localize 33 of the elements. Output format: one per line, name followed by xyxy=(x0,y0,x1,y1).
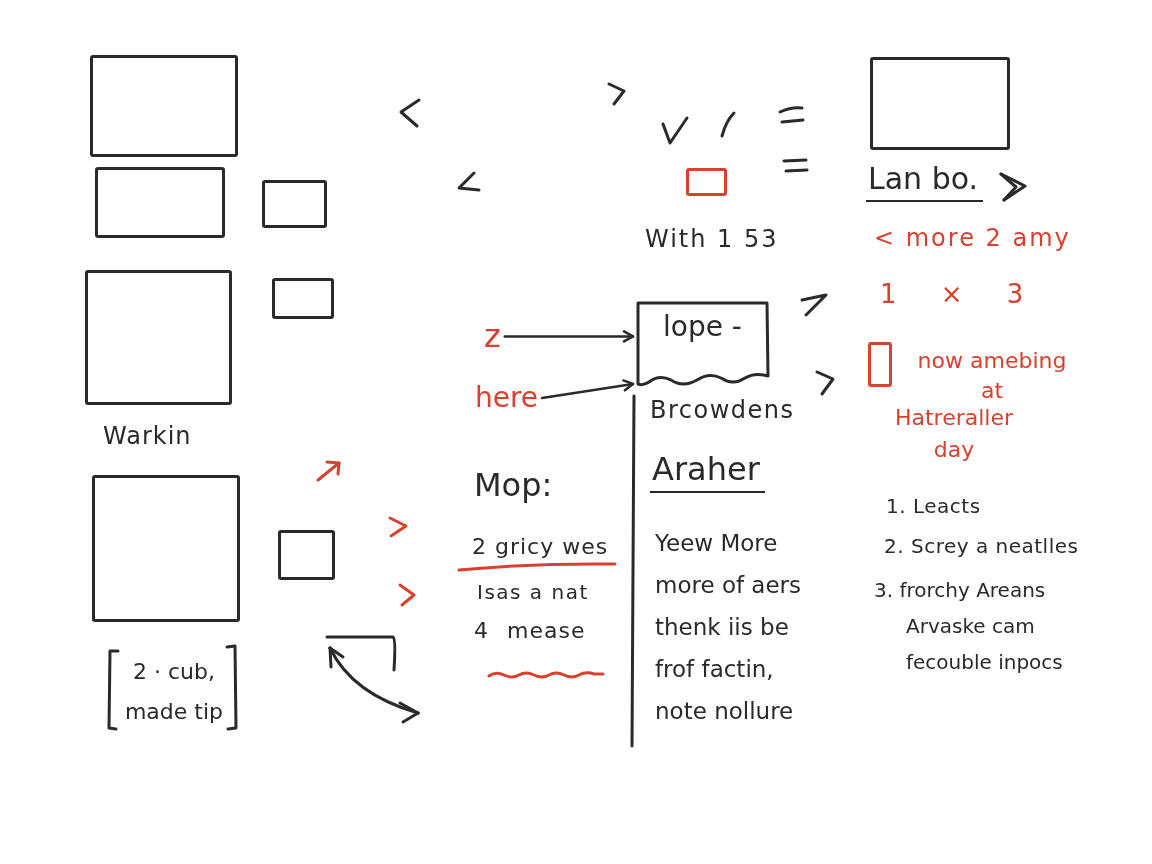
numbered-list-item: 3. frorchy Areans Arvaske cam fecouble inpocs xyxy=(874,577,1064,676)
node-label: 2 · cub, made tip xyxy=(123,658,225,726)
node-label: now amebing at xyxy=(916,347,1068,405)
list-item: Isas a nat xyxy=(477,580,589,604)
paragraph: Yeew More more of aers thenk iis be frof factin, note nollure xyxy=(655,529,803,726)
placeholder-box xyxy=(262,180,327,228)
list-item: 4 mease xyxy=(474,618,586,645)
placeholder-box xyxy=(868,342,892,387)
node-label: Warkin xyxy=(103,422,192,451)
placeholder-box xyxy=(272,278,334,319)
box-label: lope - xyxy=(662,309,743,344)
node-label: Hatreraller day xyxy=(893,404,1015,464)
numbered-list-item: 1. Leacts xyxy=(886,494,981,518)
placeholder-box xyxy=(870,57,1010,150)
placeholder-box xyxy=(85,270,232,405)
placeholder-box xyxy=(90,55,238,157)
note-text: < more 2 amy xyxy=(874,224,1071,253)
heading: Mop: xyxy=(474,466,553,505)
node-label: here xyxy=(475,382,539,415)
arrow xyxy=(540,379,635,400)
placeholder-box xyxy=(95,167,225,238)
underlined-heading: Lan bo. xyxy=(866,161,984,202)
node-label: z xyxy=(484,318,501,355)
placeholder-box xyxy=(686,168,727,196)
underlined-heading: Araher xyxy=(650,450,765,494)
note-text: 1 × 3 xyxy=(880,279,1024,311)
list-item: 2 gricy wes xyxy=(472,534,609,561)
numbered-list-item: 2. Screy a neatlles xyxy=(884,534,1079,558)
arrow xyxy=(503,330,635,343)
placeholder-box xyxy=(92,475,240,622)
node-label: With 1 53 xyxy=(645,225,779,254)
placeholder-box xyxy=(278,530,335,580)
subheading: Brcowdens xyxy=(650,396,795,425)
